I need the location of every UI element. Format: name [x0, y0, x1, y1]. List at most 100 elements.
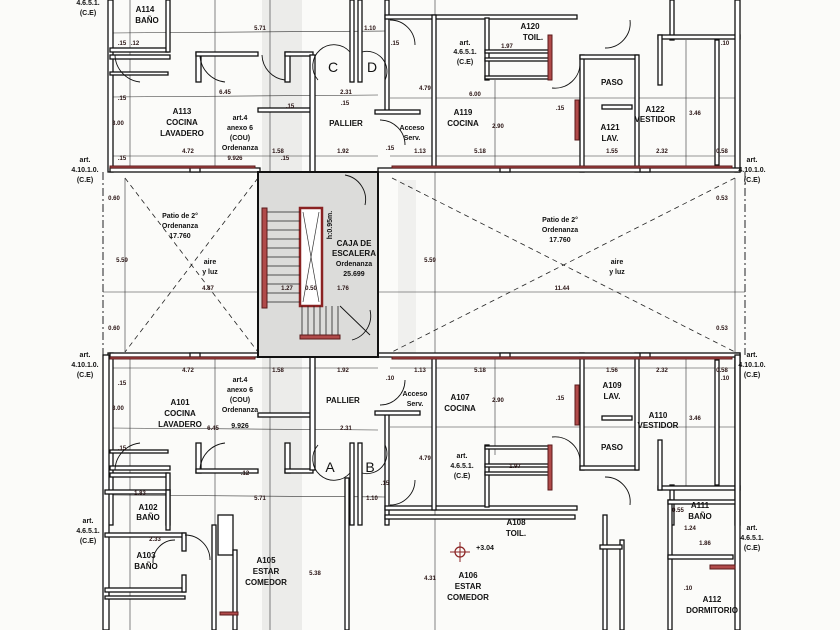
- room-a102: A102 BAÑO: [136, 503, 160, 522]
- wall: [189, 167, 201, 173]
- wall: [232, 549, 238, 630]
- svg-text:A110: A110: [649, 411, 668, 420]
- wall: [499, 167, 511, 173]
- room-a106: A106 ESTAR COMEDOR: [447, 571, 489, 602]
- paso-label-top: PASO: [601, 78, 623, 87]
- svg-text:4.6.5.1.: 4.6.5.1.: [76, 0, 99, 7]
- svg-text:(C.E): (C.E): [744, 372, 760, 379]
- svg-text:Ordenanza: Ordenanza: [222, 407, 258, 414]
- wall: [107, 0, 114, 173]
- wall: [579, 54, 639, 60]
- paper-fold: [398, 180, 416, 360]
- svg-text:art.: art.: [80, 352, 91, 359]
- wall: [374, 109, 421, 115]
- walls-top-wing: [107, 0, 741, 174]
- dimension-label: 0.58: [716, 149, 728, 155]
- room-a110: A110 VESTIDOR: [638, 411, 679, 430]
- dimension-label: 9.926: [227, 156, 243, 162]
- pallier-label-bottom: PALLIER: [326, 396, 360, 405]
- svg-text:BAÑO: BAÑO: [134, 562, 158, 571]
- wall: [657, 34, 663, 86]
- svg-text:Ordenanza: Ordenanza: [542, 227, 578, 234]
- wall: [639, 167, 651, 173]
- stair-core: [257, 171, 379, 358]
- wall: [377, 352, 741, 358]
- dimension-label: 1.97: [501, 44, 513, 50]
- room-a107: A107 COCINA: [444, 393, 476, 413]
- dimension-label: 5.18: [474, 368, 486, 374]
- svg-text:A108: A108: [506, 518, 526, 527]
- wall: [195, 51, 259, 57]
- wall: [634, 352, 640, 471]
- dimension-label: .15: [118, 381, 127, 387]
- svg-text:art.4: art.4: [233, 377, 248, 384]
- svg-text:anexo 6: anexo 6: [227, 125, 253, 132]
- svg-text:4.10.1.0.: 4.10.1.0.: [738, 362, 765, 369]
- stair-label: CAJA DE ESCALERA Ordenanza 25.699 h:0.95…: [327, 211, 376, 278]
- dimension-label: 1.86: [699, 541, 711, 547]
- svg-text:A114: A114: [136, 5, 155, 14]
- dimension-label: 2.90: [492, 124, 504, 130]
- svg-text:(C.E): (C.E): [77, 372, 93, 379]
- wall: [211, 524, 217, 630]
- svg-text:A106: A106: [458, 571, 478, 580]
- wall: [217, 514, 234, 556]
- svg-text:art.: art.: [83, 518, 94, 525]
- wall: [109, 54, 171, 60]
- svg-text:TOIL.: TOIL.: [506, 529, 526, 538]
- dimension-label: 3.46: [689, 111, 701, 117]
- wall: [657, 485, 741, 491]
- service-access-top: Acceso Serv.: [400, 125, 425, 142]
- wall: [104, 532, 186, 538]
- wall: [165, 489, 171, 531]
- room-a112: A112 DORMITORIO: [686, 595, 738, 615]
- pallier-label-top: PALLIER: [329, 119, 363, 128]
- walls-bottom-wing: [107, 351, 741, 526]
- dimension-label: 5.18: [474, 149, 486, 155]
- level-marker: +3.04: [450, 542, 494, 562]
- svg-text:VESTIDOR: VESTIDOR: [638, 421, 679, 430]
- svg-text:(C.E): (C.E): [744, 177, 760, 184]
- patio-right-label: Patio de 2° Ordenanza 17.760 aire y luz: [542, 216, 625, 276]
- svg-text:(C.E): (C.E): [77, 177, 93, 184]
- dimension-label: 5.71: [254, 496, 266, 502]
- wall: [601, 415, 633, 421]
- wall: [109, 47, 169, 53]
- dimension-label: 6.45: [207, 426, 219, 432]
- red-wall: [109, 165, 256, 169]
- wall: [599, 544, 623, 550]
- door-label-b: B: [365, 459, 374, 475]
- red-wall: [547, 444, 553, 491]
- svg-text:BAÑO: BAÑO: [688, 512, 712, 521]
- svg-text:ESTAR: ESTAR: [253, 567, 280, 576]
- svg-text:4.6.5.1.: 4.6.5.1.: [76, 528, 99, 535]
- dimension-label: 3.46: [689, 416, 701, 422]
- code-note-bottom-left-2: art. 4.6.5.1. (C.E): [76, 518, 99, 545]
- svg-text:A109: A109: [602, 381, 622, 390]
- wall: [657, 34, 741, 40]
- svg-text:4.10.1.0.: 4.10.1.0.: [71, 362, 98, 369]
- dimension-label: 1.58: [272, 149, 284, 155]
- wall: [484, 49, 551, 54]
- dimension-label: 0.55: [672, 508, 684, 514]
- room-a122: A122 VESTIDOR: [635, 105, 676, 124]
- code-note-bottom-right-2: art. 4.6.5.1. (C.E): [740, 525, 763, 552]
- wall: [377, 167, 741, 173]
- svg-text:4.10.1.0.: 4.10.1.0.: [738, 167, 765, 174]
- svg-text:4.6.5.1.: 4.6.5.1.: [740, 535, 763, 542]
- wall: [484, 471, 551, 476]
- wall: [357, 0, 363, 83]
- dimension-label: .10: [721, 41, 730, 47]
- svg-text:DORMITORIO: DORMITORIO: [686, 606, 738, 615]
- dimension-label: 6.00: [469, 92, 481, 98]
- dimension-label: 2.32: [656, 149, 668, 155]
- svg-text:A119: A119: [454, 108, 473, 117]
- svg-text:Ordenanza: Ordenanza: [222, 145, 258, 152]
- wall: [734, 0, 741, 173]
- svg-text:COCINA: COCINA: [164, 409, 196, 418]
- dimension-label: 1.10: [366, 496, 378, 502]
- room-a113: A113 COCINA LAVADERO: [160, 107, 204, 138]
- svg-text:art.: art.: [747, 157, 758, 164]
- svg-text:(C.E): (C.E): [744, 545, 760, 552]
- dimension-label: 1.58: [272, 368, 284, 374]
